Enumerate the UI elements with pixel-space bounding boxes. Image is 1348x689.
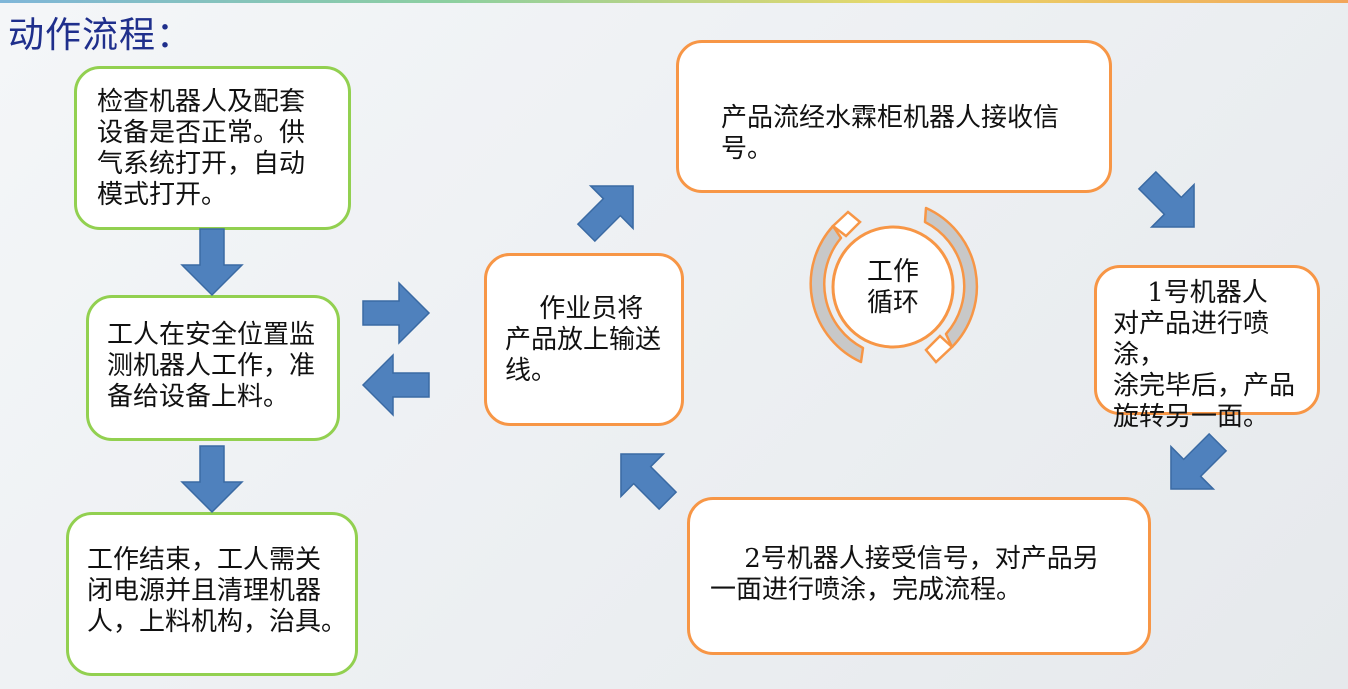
step-end-box: 工作结束，工人需关 闭电源并且清理机器 人，上料机构，治具。	[66, 512, 358, 676]
step-signal-text: 产品流经水霖柜机器人接收信号。	[721, 103, 1060, 164]
page-title: 动作流程：	[8, 15, 194, 56]
step-robot1-box: 1号机器人 对产品进行喷涂， 涂完毕后，产品 旋转另一面。	[1094, 265, 1320, 432]
step-robot2-text: 2号机器人接受信号，对产品另 一面进行喷涂，完成流程。	[710, 544, 1099, 605]
step-monitor-box: 工人在安全位置监 测机器人工作，准 备给设备上料。	[86, 295, 340, 441]
step-operator-box: 作业员将 产品放上输送 线。	[484, 253, 684, 426]
step-monitor-text: 工人在安全位置监 测机器人工作，准 备给设备上料。	[107, 320, 316, 412]
arrow-right-to-operator	[362, 282, 430, 344]
arrow-left-to-monitor	[362, 354, 430, 416]
arrow-down-right-to-robot1	[1125, 158, 1217, 250]
cycle-label: 工作 循环	[866, 257, 919, 318]
step-robot1-text: 1号机器人 对产品进行喷涂， 涂完毕后，产品 旋转另一面。	[1113, 278, 1296, 432]
step-check-text: 检查机器人及配套 设备是否正常。供 气系统打开，自动 模式打开。	[97, 87, 306, 210]
step-check-box: 检查机器人及配套 设备是否正常。供 气系统打开，自动 模式打开。	[74, 66, 351, 230]
step-operator-text: 作业员将 产品放上输送 线。	[505, 294, 662, 386]
cycle-circle	[831, 225, 955, 349]
step-end-text: 工作结束，工人需关 闭电源并且清理机器 人，上料机构，治具。	[87, 545, 348, 637]
step-robot2-box: 2号机器人接受信号，对产品另 一面进行喷涂，完成流程。	[687, 497, 1151, 655]
step-signal-box: 产品流经水霖柜机器人接收信号。	[676, 40, 1112, 193]
arrow-up-left-to-operator	[598, 431, 690, 523]
arrow-up-right-to-signal	[564, 163, 656, 255]
arrow-down-1	[181, 228, 243, 296]
arrow-down-left-to-robot2	[1148, 420, 1240, 512]
arrow-down-2	[181, 445, 243, 513]
top-accent-bar	[0, 0, 1348, 3]
cycle-arrows-icon	[809, 206, 979, 364]
